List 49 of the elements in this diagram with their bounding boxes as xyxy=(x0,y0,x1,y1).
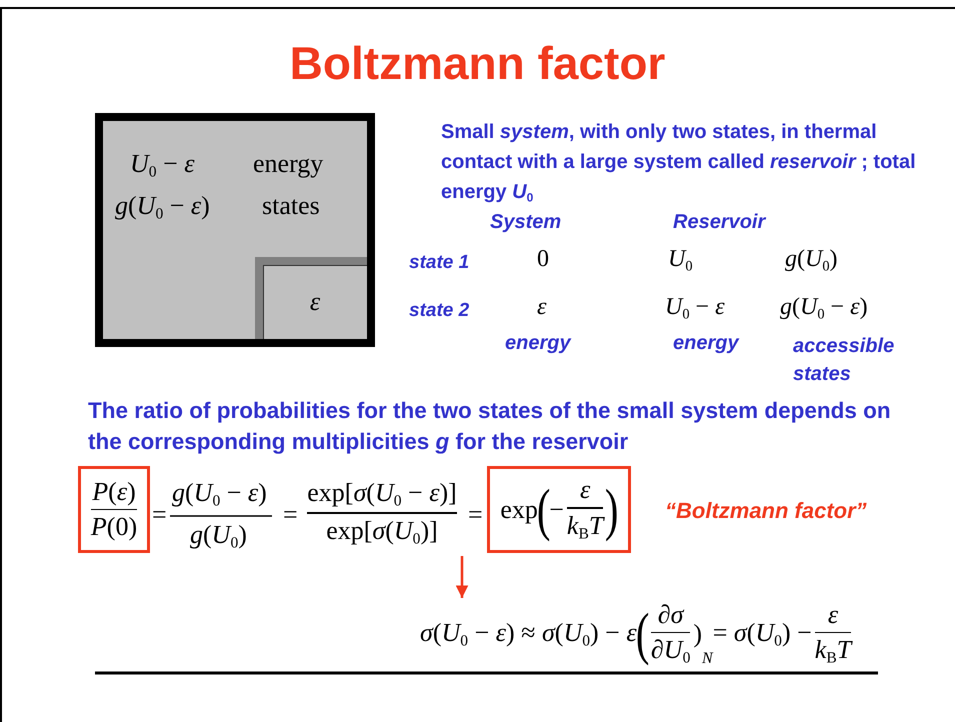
math-text: k$_{B}$T xyxy=(814,635,852,668)
math-text: energy xyxy=(253,151,324,177)
math-text: = xyxy=(468,502,483,528)
math-text: exp[σ(U$_{0}$ − ε)] xyxy=(307,478,457,510)
row-header: state 1 xyxy=(409,253,470,272)
math-text: ε xyxy=(537,295,546,319)
row-header: state 2 xyxy=(409,301,470,320)
math-text: N xyxy=(702,650,713,668)
math-text: ε xyxy=(310,287,320,317)
math-text: = xyxy=(283,502,298,528)
reservoir-box xyxy=(95,113,375,347)
math-text: g(U$_{0}$ − ε) xyxy=(780,295,868,322)
math-text: g(U$_{0}$ − ε) xyxy=(172,480,267,510)
math-text: 0 xyxy=(537,247,549,271)
math-text: ∂σ xyxy=(658,600,684,630)
math-text: P(ε) xyxy=(92,476,136,507)
highlight-box xyxy=(78,466,150,553)
math-text: ∂U$_{0}$ xyxy=(650,635,690,668)
highlight-box xyxy=(487,466,631,553)
paragraph: The ratio of probabilities for the two states of the small system depends on the corresponding multiplicities g for the reservoir xyxy=(88,397,892,456)
math-text: U$_{0}$ xyxy=(668,247,693,274)
math-text: U$_{0}$ − ε xyxy=(665,295,725,322)
arrow xyxy=(456,556,468,598)
column-header: Reservoir xyxy=(673,212,766,232)
math-text: states xyxy=(262,193,320,219)
math-text: P(0) xyxy=(90,512,138,542)
math-text: k$_{B}$T xyxy=(566,510,604,544)
math-text: ) xyxy=(693,619,702,649)
math-text: − xyxy=(549,494,564,524)
parenthesis: ( xyxy=(636,605,650,663)
column-note: accessible states xyxy=(793,334,896,387)
math-text: exp[σ(U$_{0}$)] xyxy=(326,516,438,548)
paragraph: Small system, with only two states, in thermal contact with a large system called reservoir ; total energy U$_{0}$ xyxy=(441,120,917,207)
math-text: σ(U$_{0}$ − ε) ≈ σ(U$_{0}$) − ε xyxy=(420,618,637,650)
system-box xyxy=(255,257,367,339)
math-text: g(U$_{0}$ − ε) xyxy=(115,193,210,222)
callout-text: “Boltzmann factor” xyxy=(665,500,867,522)
slide-title: Boltzmann factor xyxy=(288,36,666,90)
math-text: = σ(U$_{0}$) − xyxy=(712,618,812,650)
column-header: System xyxy=(490,212,562,232)
column-note: energy xyxy=(673,333,739,353)
math-text: ε xyxy=(828,600,838,630)
math-text: ε xyxy=(580,475,590,506)
column-note: energy xyxy=(505,333,571,353)
math-text: g(U$_{0}$) xyxy=(785,247,838,274)
math-text: g(U$_{0}$) xyxy=(190,522,247,552)
math-text: exp xyxy=(500,494,538,524)
math-text: = xyxy=(152,502,167,528)
math-text: U$_{0}$ − ε xyxy=(130,151,194,180)
